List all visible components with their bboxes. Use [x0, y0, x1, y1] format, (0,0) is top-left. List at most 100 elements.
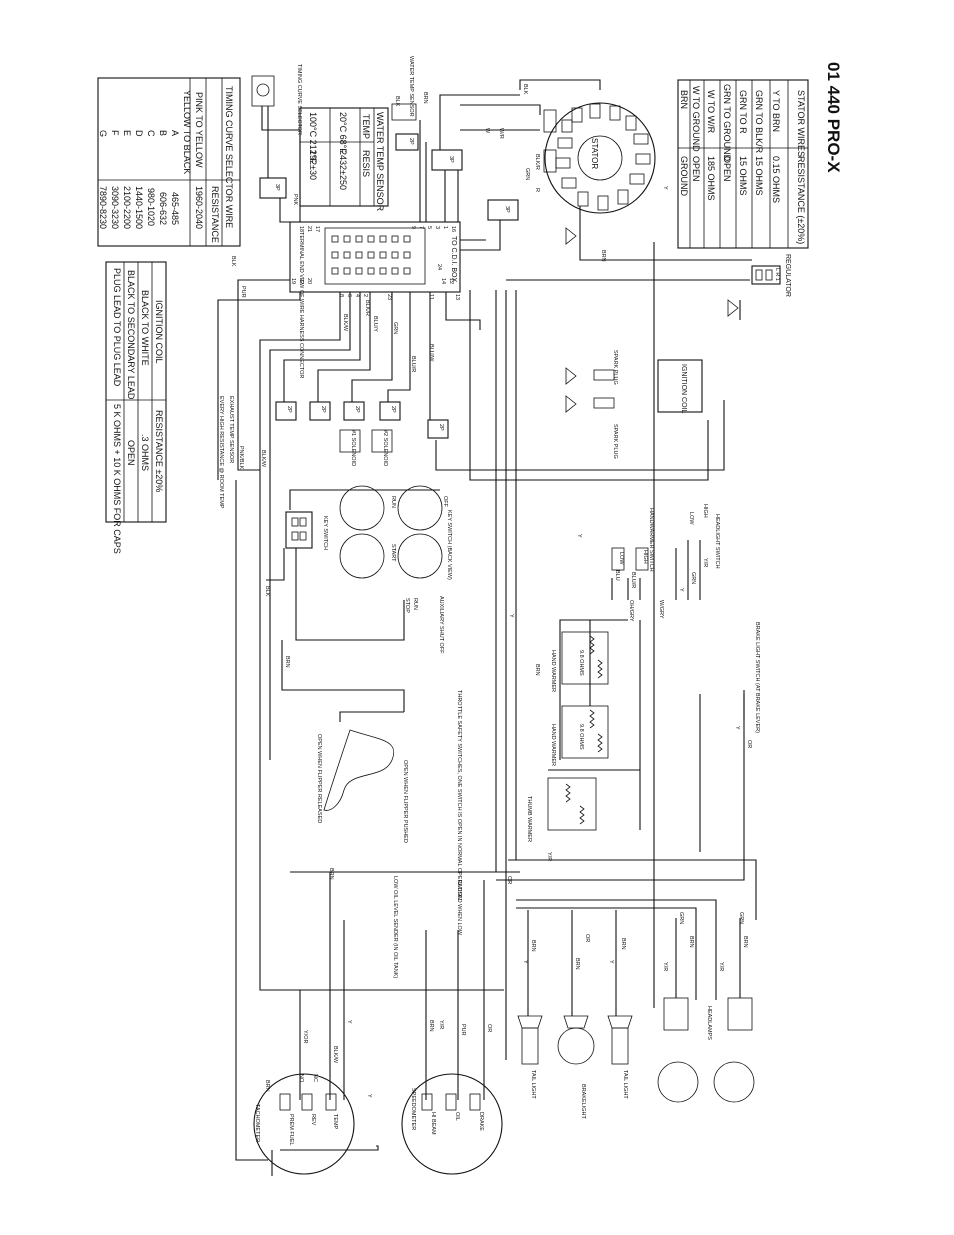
wire-label-ywor: Y/OR — [302, 1030, 308, 1043]
wire-label-y-3: Y — [576, 534, 582, 538]
ignition-header-coil: IGNITION COIL — [154, 300, 164, 364]
handwarmer-switch-label: HANDWARMER SWITCH — [648, 508, 654, 572]
ignition-row-1-value: .3 OHMS — [140, 434, 150, 471]
cdi-pin-7: 7 — [418, 226, 424, 229]
cdi-pin-20: 20 — [306, 278, 312, 284]
spark-plug-1-label: SPARK PLUG — [612, 350, 618, 385]
wire-label-yr-3: Y/R — [438, 1020, 444, 1029]
key-switch-position-run: RUN — [339, 485, 396, 531]
ignition-coil-table: IGNITION COIL RESISTANCE ±20% BLACK TO W… — [105, 261, 167, 554]
wire-label-y-9: Y — [522, 960, 528, 964]
cdi-connector: TERMINAL END VIEW OF WIRE HARNESS CONNEC… — [289, 221, 461, 378]
run-label: RUN — [412, 598, 418, 610]
key-switch-label: KEY SWITCH — [322, 516, 328, 550]
stator-row-7-value: GROUND — [679, 156, 689, 196]
timing-row-2-wire: YELLOW TO BLACK — [182, 90, 192, 174]
wire-label-y-2: Y — [508, 614, 514, 618]
connector-2p-d: 2P — [343, 401, 365, 421]
spark-plug-2: SPARK PLUG — [565, 395, 618, 459]
regulator-pins: L R 1 — [774, 268, 780, 281]
wire-label-y-5: Y — [734, 726, 740, 730]
stator-row-5-value: 185 OHMS — [706, 156, 716, 201]
wire-label-brn-4: BRN — [534, 664, 540, 676]
water-temp-table: WATER TEMP SENSOR TEMP RESIS 20°C 68°F 2… — [299, 107, 389, 212]
wire-label-pur: PUR — [240, 286, 246, 298]
wire-label-brn-12: BRN — [742, 936, 748, 948]
connector-3p-b: 3P — [431, 149, 463, 171]
timing-row-9-value: 7890-8230 — [98, 186, 108, 229]
stator-row-6-value: OPEN — [691, 156, 701, 182]
water-temp-sub-resis: RESIS — [361, 150, 371, 177]
stator-row-2-wire: GRN TO BLK/R — [754, 90, 764, 154]
tail-light-2: TAIL LIGHT — [517, 1015, 543, 1099]
cdi-pin-2: 2 — [362, 294, 368, 297]
svg-text:3P: 3P — [504, 206, 510, 213]
wire-label-brn-5: BRN — [328, 868, 334, 880]
wire-label-blkw-2: BLK/W — [260, 450, 266, 468]
connector-3p-a: 3P — [259, 177, 287, 199]
stator-row-2-value: 15 OHMS — [754, 156, 764, 196]
water-temp-sub-temp: TEMP — [361, 114, 371, 139]
headlight-high: HIGH — [702, 504, 708, 518]
headlight-low: LOW — [688, 512, 694, 525]
timing-curve-table: TIMING CURVE SELECTOR WIRE RESISTANCE PI… — [97, 77, 241, 247]
tachometer-prem-fuel: PREM FUEL — [288, 1114, 294, 1145]
timing-row-6-wire: D — [134, 130, 144, 137]
oil-sender-label: LOW OIL LEVEL SENDER (IN OIL TANK) — [392, 876, 398, 978]
cdi-pin-1: 1 — [442, 226, 448, 229]
water-temp-sensor: WATER TEMP SENSOR — [391, 56, 417, 121]
water-temp-row-1-temp: 20°C 68°F — [338, 112, 348, 154]
timing-row-8-wire: F — [110, 130, 120, 136]
timing-row-3-wire: A — [170, 130, 180, 136]
stator-header-wires: STATOR WIRES — [796, 90, 806, 157]
stator-header-resistance: RESISTANCE (±20%) — [796, 156, 806, 244]
connector-3p-c: 3P — [487, 199, 519, 221]
aux-stop-switch: AUXILIARY SHUT OFF RUN STOP — [404, 596, 444, 654]
wire-label-y-6: Y — [346, 1020, 352, 1024]
cdi-terminal-view-label: TERMINAL END VIEW OF WIRE HARNESS CONNEC… — [298, 232, 304, 378]
wire-label-brn-6: BRN — [428, 1020, 434, 1032]
water-sensor-label: WATER TEMP SENSOR — [408, 56, 414, 117]
timing-row-8-value: 3090-3230 — [110, 186, 120, 229]
timing-row-1-value: 1960-2040 — [194, 186, 204, 229]
tail-light-2-label: TAIL LIGHT — [530, 1070, 536, 1099]
aux-stop-label: AUXILIARY SHUT OFF — [438, 596, 444, 654]
connector-2p-e: 2P — [379, 401, 401, 421]
cdi-pin-12: 12 — [448, 278, 454, 284]
timing-row-5-value: 980-1020 — [146, 188, 156, 226]
svg-text:3P: 3P — [448, 156, 454, 163]
cdi-pin-5: 5 — [426, 226, 432, 229]
svg-text:3P: 3P — [274, 184, 280, 191]
wire-label-blur: BLU/R — [410, 356, 416, 372]
svg-text:RUN: RUN — [390, 496, 396, 508]
wire-label-brn-10: BRN — [620, 938, 626, 950]
wire-label-brn-3: BRN — [284, 656, 290, 668]
timing-curve-selector: TIMING CURVE SELECTOR — [251, 64, 302, 135]
wire-label-yr: Y/R — [702, 558, 708, 567]
handwarmer-switch: HANDWARMER SWITCH HIGH LOW — [611, 508, 654, 572]
cdi-pin-22: 22 — [298, 278, 304, 284]
key-switch-position-off: OFF — [397, 485, 448, 531]
svg-text:OFF: OFF — [442, 496, 448, 508]
wire-label-grn-2: GRN — [392, 322, 398, 334]
svg-text:2P: 2P — [320, 406, 326, 413]
svg-text:2P: 2P — [354, 406, 360, 413]
ignition-row-3-wire: PLUG LEAD TO PLUG LEAD — [112, 268, 122, 387]
timing-row-7-wire: E — [122, 130, 132, 136]
regulator-label: REGULATOR — [784, 254, 791, 297]
handwarmer-low: LOW — [618, 552, 624, 565]
wire-label-blkw-1: BLK/W — [342, 314, 348, 332]
wire-label-or-4: OR — [584, 934, 590, 942]
stator-label: STATOR — [590, 138, 599, 169]
wire-label-or-3: OR — [486, 1024, 492, 1032]
ignition-row-3-value: 5 K OHMS + 10 K OHMS FOR CAPS — [112, 404, 122, 554]
timing-row-9-wire: G — [98, 130, 108, 137]
connector-2p-a: 2P — [395, 133, 419, 151]
wire-label-yr-4: Y/R — [662, 962, 668, 971]
solenoid-2: #2 SOLENOID — [371, 429, 393, 466]
wire-label-blur-2: BLU/R — [630, 572, 636, 588]
cdi-pin-8: 8 — [338, 294, 344, 297]
wire-label-blkr: BLK/R — [534, 154, 540, 170]
speedometer-oil: OIL — [454, 1112, 460, 1121]
headlight-switch: HEADLIGHT SWITCH HIGH LOW — [688, 504, 720, 569]
